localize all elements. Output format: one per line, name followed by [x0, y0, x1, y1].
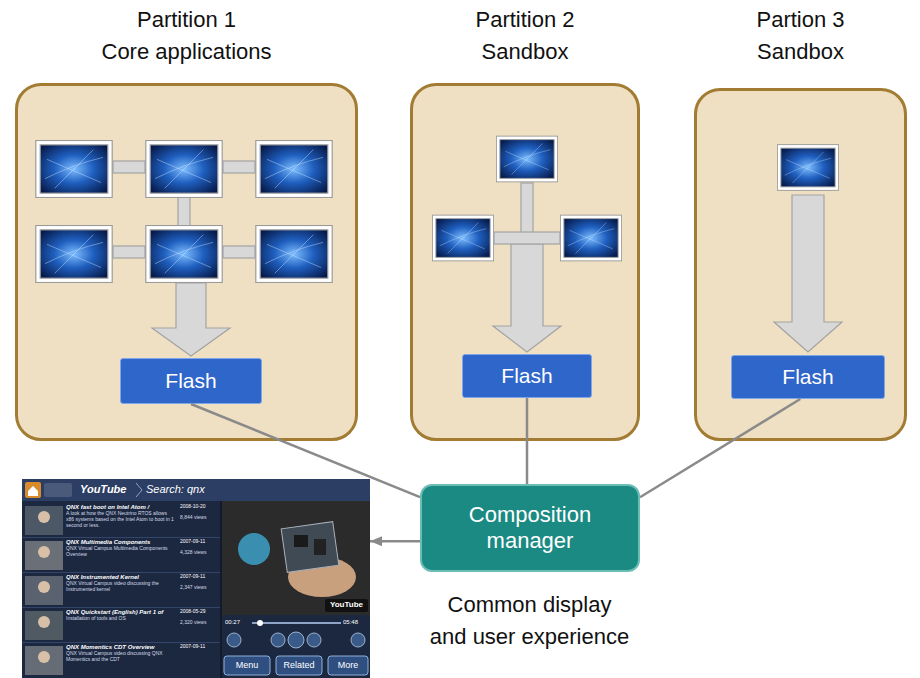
screen-text: Menu	[224, 660, 270, 670]
video-object	[238, 533, 270, 565]
separator	[136, 483, 142, 497]
partition-subtitle: Sandbox	[697, 39, 904, 65]
controls-panel	[222, 615, 370, 678]
screen-text: 05:48	[343, 619, 368, 626]
partition-subtitle: Sandbox	[413, 39, 637, 65]
video-chip	[314, 539, 326, 555]
watermark-ground	[325, 599, 368, 612]
screen-text: YouTube	[326, 600, 367, 609]
screen-text: QNX fast boot on Intel Atom /	[66, 504, 178, 511]
screen-text: QNX Virtual Campus Multimedia Components…	[66, 546, 176, 558]
screen-text: YouTube	[80, 483, 134, 496]
home-icon	[25, 482, 41, 498]
screen-text: QNX Virtual Campus video discussing the …	[66, 581, 176, 593]
partition-subtitle: Core applications	[18, 39, 355, 65]
screen-text: QNX Momentics CDT Overview	[66, 644, 178, 651]
video-chip	[294, 535, 308, 547]
flash-label: Flash	[501, 364, 552, 388]
progress-slider	[252, 622, 341, 624]
partition-title: Partition 2	[413, 7, 637, 33]
screen-text: 2,320 views	[180, 620, 220, 626]
screen-text: 4,328 views	[180, 550, 220, 556]
screen-text: More	[328, 660, 368, 670]
flash-label: Flash	[782, 365, 833, 389]
screen-text: QNX Instrumented Kernel	[66, 574, 178, 581]
app-icon	[44, 483, 72, 497]
flash-box: Flash	[120, 358, 262, 404]
screen-text: Search: qnx	[146, 483, 226, 496]
row-lines	[22, 538, 220, 643]
screenshot: YouTube Search: qnxQNX fast boot on Intel…	[22, 479, 370, 678]
screen-text: 8,844 views	[180, 515, 220, 521]
screen-text: A look at how the QNX Neutrino RTOS allo…	[66, 511, 176, 528]
menu-buttons	[224, 656, 368, 675]
screen-text: 00:27	[225, 619, 250, 626]
screen-text: 2,347 views	[180, 585, 220, 591]
header-bar	[22, 479, 370, 501]
screen-text: 2007-09-11	[180, 574, 220, 580]
screenshot-art	[22, 479, 370, 678]
partition-title: Partition 1	[18, 7, 355, 33]
list-panel	[22, 501, 220, 678]
partition-title: Partion 3	[697, 7, 904, 33]
screen-text: Related	[276, 660, 322, 670]
screen-text: Installation of tools and OS	[66, 616, 176, 622]
video-board	[281, 522, 339, 573]
video-area	[222, 501, 370, 615]
flash-label: Flash	[165, 369, 216, 393]
screen-ground	[22, 479, 370, 678]
screen-text: QNX Virtual Campus video discussing QNX …	[66, 651, 176, 663]
screen-text: 2007-09-11	[180, 644, 220, 650]
manager-label: Composition manager	[442, 502, 618, 555]
screen-text: 2007-09-11	[180, 539, 220, 545]
flash-box: Flash	[462, 354, 592, 398]
partition-box: FlashPartion 3Sandbox	[694, 88, 907, 441]
screen-text: 2008-10-20	[180, 504, 220, 510]
home-icon	[28, 486, 38, 496]
screen-text: QNX Multimedia Components	[66, 539, 178, 546]
connector	[370, 540, 420, 543]
caption-text: Common display and user experience	[428, 589, 631, 653]
video-hand	[288, 557, 356, 597]
slider-knob	[257, 620, 263, 626]
composition-box: Composition manager	[420, 484, 640, 572]
flash-box: Flash	[731, 355, 885, 399]
screen-text: 2008-05-29	[180, 609, 220, 615]
thumbnails	[25, 506, 63, 675]
player-buttons	[227, 632, 365, 648]
screen-text: QNX Quickstart (English) Part 1 of	[66, 609, 178, 616]
partition-box: FlashPartition 2Sandbox	[410, 83, 640, 441]
partition-box: FlashPartition 1Core applications	[15, 83, 358, 441]
